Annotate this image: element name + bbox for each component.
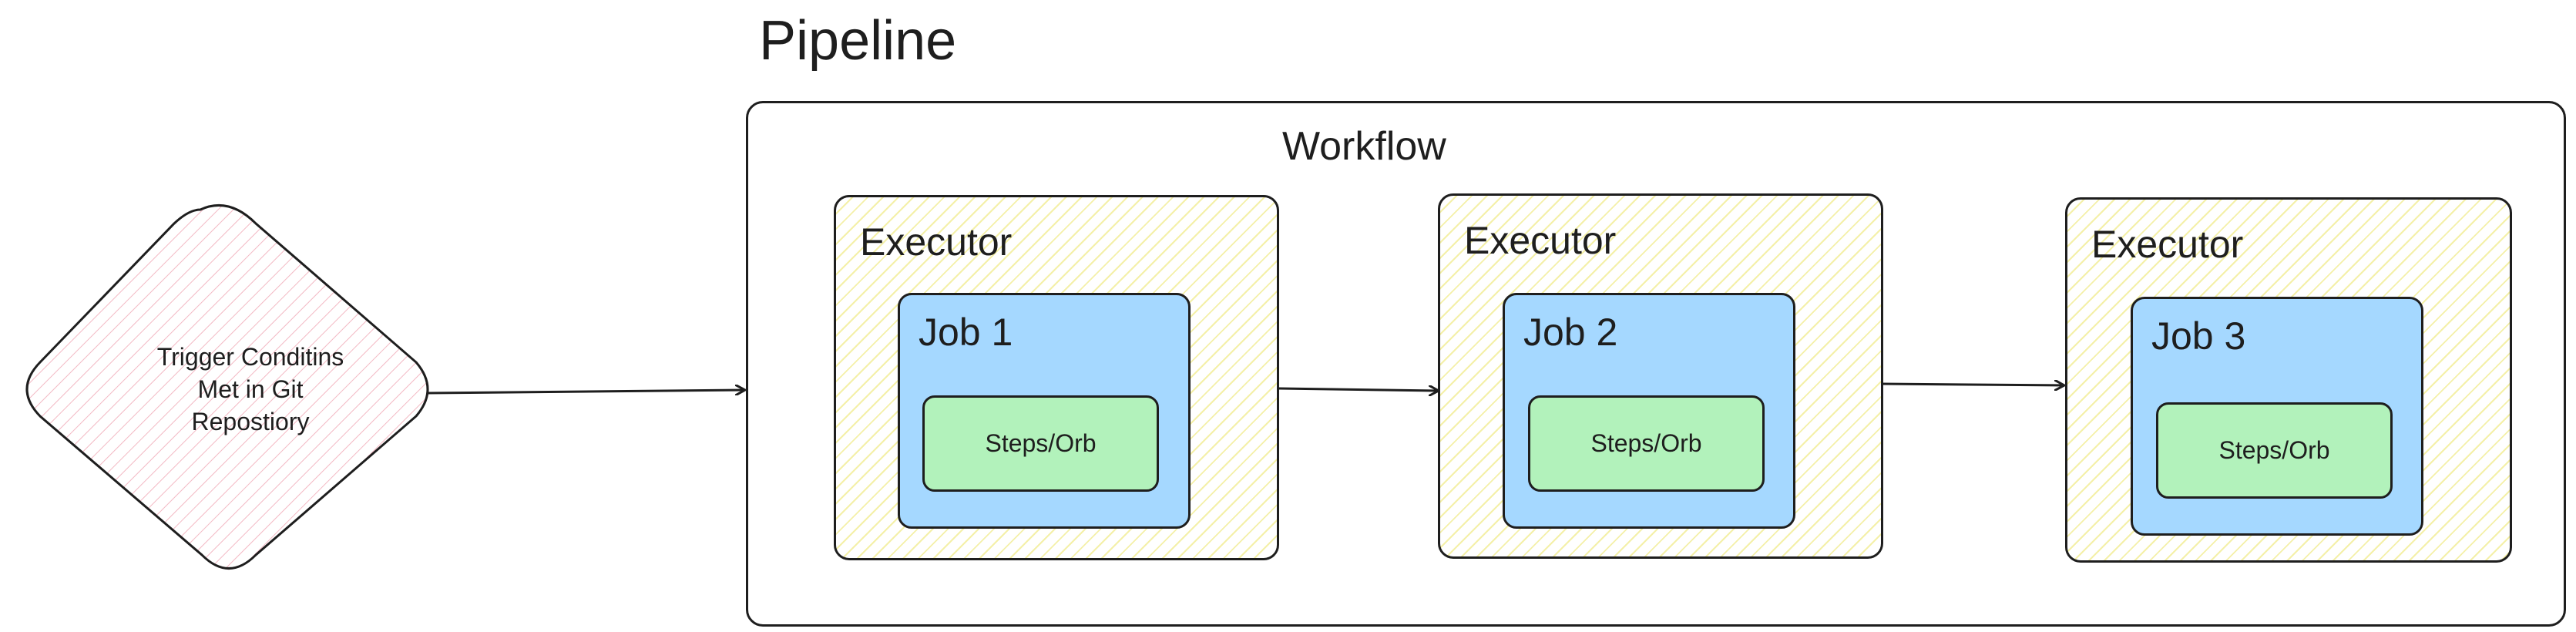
job-2: Job 2 Steps/Orb bbox=[1503, 293, 1795, 529]
job-3: Job 3 Steps/Orb bbox=[2131, 297, 2423, 536]
job-1: Job 1 Steps/Orb bbox=[898, 293, 1191, 529]
arrow-executor2-to-executor3 bbox=[1879, 384, 2064, 385]
executor-2: Executor Job 2 Steps/Orb bbox=[1438, 193, 1883, 559]
trigger-label: Trigger Conditins Met in Git Repostiory bbox=[156, 343, 344, 435]
executor-1: Executor Job 1 Steps/Orb bbox=[834, 195, 1279, 560]
arrow-executor1-to-executor2 bbox=[1278, 388, 1438, 391]
job-label: Job 1 bbox=[919, 311, 1013, 354]
steps-orb-3: Steps/Orb bbox=[2156, 402, 2393, 499]
arrow-trigger-to-workflow bbox=[427, 390, 744, 393]
steps-orb-1: Steps/Orb bbox=[922, 395, 1159, 492]
workflow-label: Workflow bbox=[1282, 124, 1446, 169]
executor-label: Executor bbox=[860, 220, 1013, 264]
executor-3: Executor Job 3 Steps/Orb bbox=[2065, 197, 2512, 563]
job-label: Job 3 bbox=[2151, 314, 2246, 358]
pipeline-title: Pipeline bbox=[759, 10, 957, 72]
executor-label: Executor bbox=[1464, 219, 1617, 262]
job-label: Job 2 bbox=[1523, 311, 1618, 354]
executor-label: Executor bbox=[2091, 223, 2244, 266]
steps-orb-2: Steps/Orb bbox=[1528, 395, 1765, 492]
trigger-diamond bbox=[25, 203, 429, 570]
